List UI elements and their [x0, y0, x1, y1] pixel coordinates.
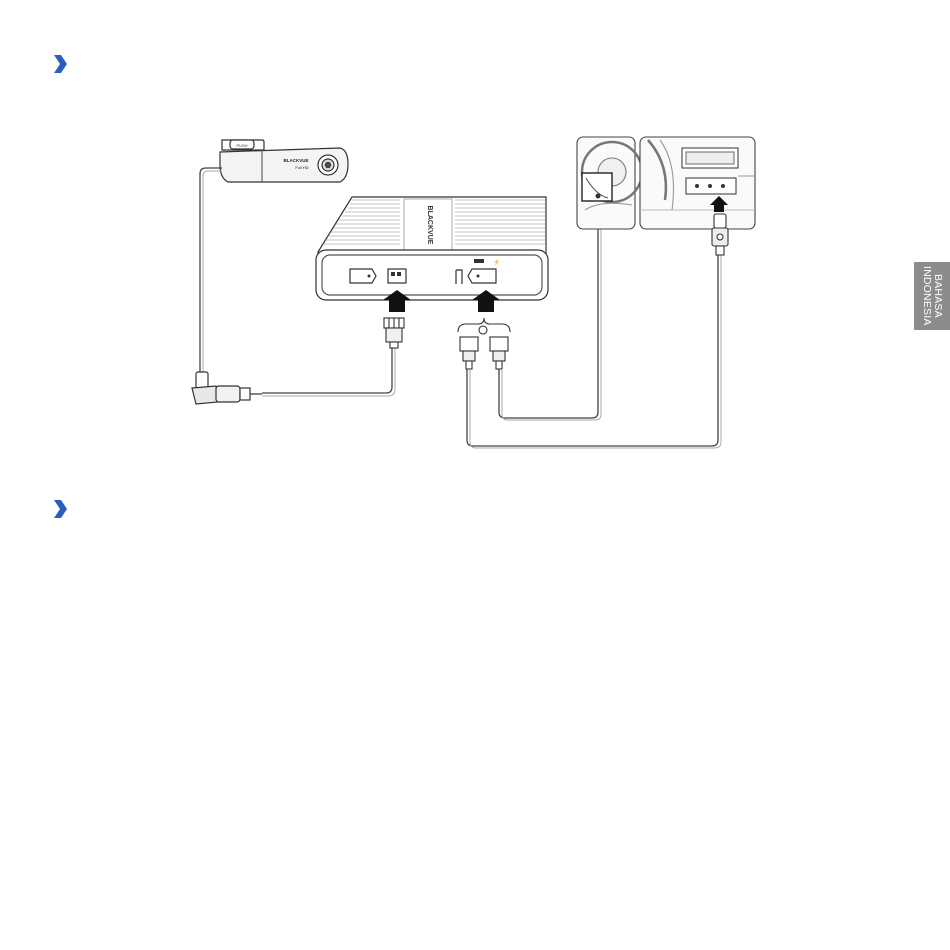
chevron-right-icon	[52, 53, 68, 75]
language-side-tab[interactable]: BAHASA INDONESIA	[914, 262, 950, 330]
dual-cable-connectors	[458, 318, 510, 369]
installation-diagram: PUSH BLACKVUE Full HD	[180, 130, 770, 460]
steering-wheel-illustration	[577, 137, 642, 229]
battery-input-connector	[384, 318, 404, 348]
dashcam-button-label: PUSH	[236, 143, 247, 148]
svg-text:⚡: ⚡	[493, 258, 500, 266]
chevron-right-icon	[52, 498, 68, 520]
power-adapter-plug	[192, 372, 262, 404]
language-tab-label: BAHASA INDONESIA	[921, 266, 943, 326]
lighter-plug	[712, 214, 728, 255]
dashcam-brand-label: BLACKVUE	[283, 158, 308, 163]
battery-pack-illustration: BLACKVUE ⚡	[316, 197, 548, 300]
dashcam-illustration: PUSH BLACKVUE Full HD	[220, 140, 348, 182]
dashcam-badge-label: Full HD	[295, 165, 308, 170]
battery-brand-label: BLACKVUE	[426, 206, 433, 245]
dashboard-lighter-illustration	[640, 137, 755, 229]
